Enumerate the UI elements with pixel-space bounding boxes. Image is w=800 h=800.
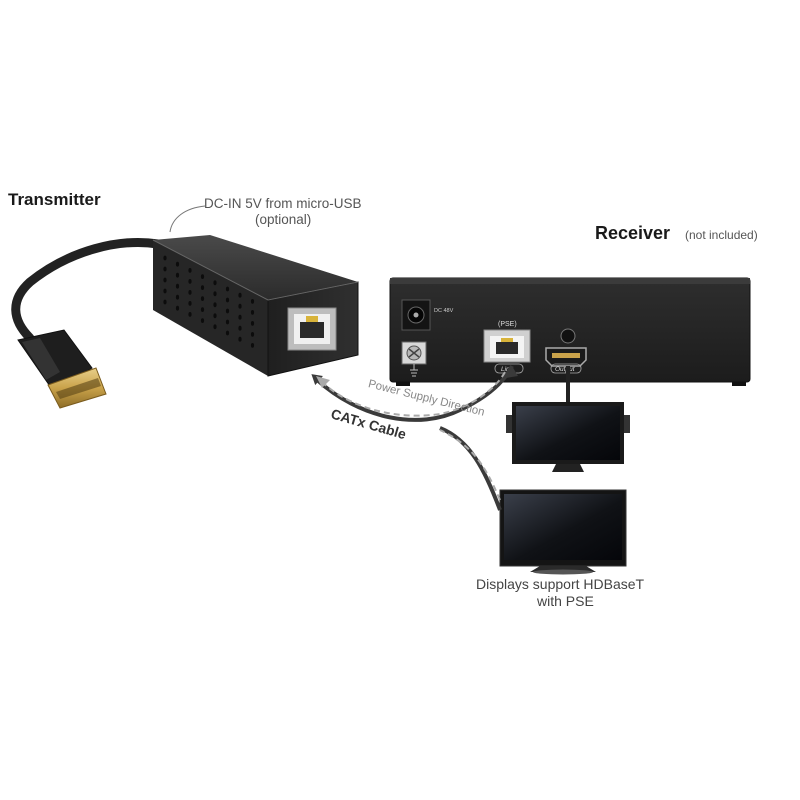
power-direction-dashed-line-tv <box>439 429 501 501</box>
catx-cable-to-receiver <box>313 365 514 422</box>
transmitter-title: Transmitter <box>8 190 101 209</box>
power-direction-dashed-line <box>319 371 506 417</box>
vent-hole <box>175 294 180 300</box>
vent-hole <box>250 321 255 326</box>
vent-hole <box>225 308 230 314</box>
vent-hole <box>238 336 242 342</box>
vent-hole <box>200 318 205 323</box>
displays-label-pse: with PSE <box>537 593 594 609</box>
top-monitor <box>506 402 630 472</box>
transmitter-hdmi-cable <box>11 238 163 343</box>
catx-arrowhead-receiver <box>506 366 518 378</box>
receiver-rj45-port <box>483 329 531 363</box>
vent-hole <box>163 255 167 261</box>
vent-hole <box>163 288 167 294</box>
power-direction-arrowhead <box>316 376 330 388</box>
vent-hole <box>175 272 180 278</box>
receiver-title: Receiver <box>595 223 671 243</box>
vent-hole <box>188 312 192 317</box>
vent-hole <box>213 313 217 319</box>
displays-label: Displays support HDBaseT <box>476 576 645 592</box>
receiver-pse-label: (PSE) <box>498 321 517 328</box>
vent-hole <box>213 280 217 286</box>
vent-hole <box>213 291 217 297</box>
vent-hole <box>213 302 217 308</box>
transmitter-rj45-port <box>287 307 337 351</box>
vent-hole <box>225 330 230 336</box>
vent-hole <box>250 310 255 315</box>
vent-hole <box>200 285 205 290</box>
receiver-link-label: Link <box>501 366 514 373</box>
dc-in-label: DC-IN 5V from micro-USB <box>204 196 362 211</box>
transmitter-vent-holes <box>163 255 255 348</box>
vent-hole <box>250 343 255 348</box>
bottom-tv <box>499 489 627 575</box>
catx-arrowhead-transmitter <box>311 374 323 386</box>
receiver-ground-screw <box>401 341 427 377</box>
vent-hole <box>238 303 242 309</box>
vent-hole <box>225 297 230 303</box>
vent-hole <box>200 307 205 312</box>
vent-hole <box>163 266 167 272</box>
vent-hole <box>213 324 217 330</box>
vent-hole <box>188 268 192 273</box>
vent-hole <box>225 319 230 325</box>
dc-in-optional-label: (optional) <box>255 212 312 227</box>
transmitter-box <box>152 235 359 377</box>
vent-hole <box>238 325 242 331</box>
vent-hole <box>200 296 205 301</box>
receiver-hdmi-port <box>545 328 587 367</box>
vent-hole <box>188 301 192 306</box>
dc-in-callout-line <box>169 205 206 233</box>
receiver-dc-label: DC 48V <box>434 308 454 314</box>
vent-hole <box>175 261 180 267</box>
receiver-subtitle: (not included) <box>685 228 758 242</box>
catx-cable-to-tv <box>439 426 502 511</box>
vent-hole <box>200 274 205 279</box>
vent-hole <box>188 279 192 284</box>
vent-hole <box>250 332 255 337</box>
vent-hole <box>163 299 167 305</box>
receiver-dc-jack <box>401 299 431 331</box>
vent-hole <box>188 290 192 295</box>
vent-hole <box>238 292 242 298</box>
vent-hole <box>175 283 180 289</box>
vent-hole <box>250 299 255 304</box>
vent-hole <box>225 286 230 292</box>
hdmi-plug <box>17 329 107 409</box>
vent-hole <box>175 305 180 311</box>
vent-hole <box>163 277 167 283</box>
receiver-output-label: Output <box>555 366 576 373</box>
vent-hole <box>238 314 242 320</box>
